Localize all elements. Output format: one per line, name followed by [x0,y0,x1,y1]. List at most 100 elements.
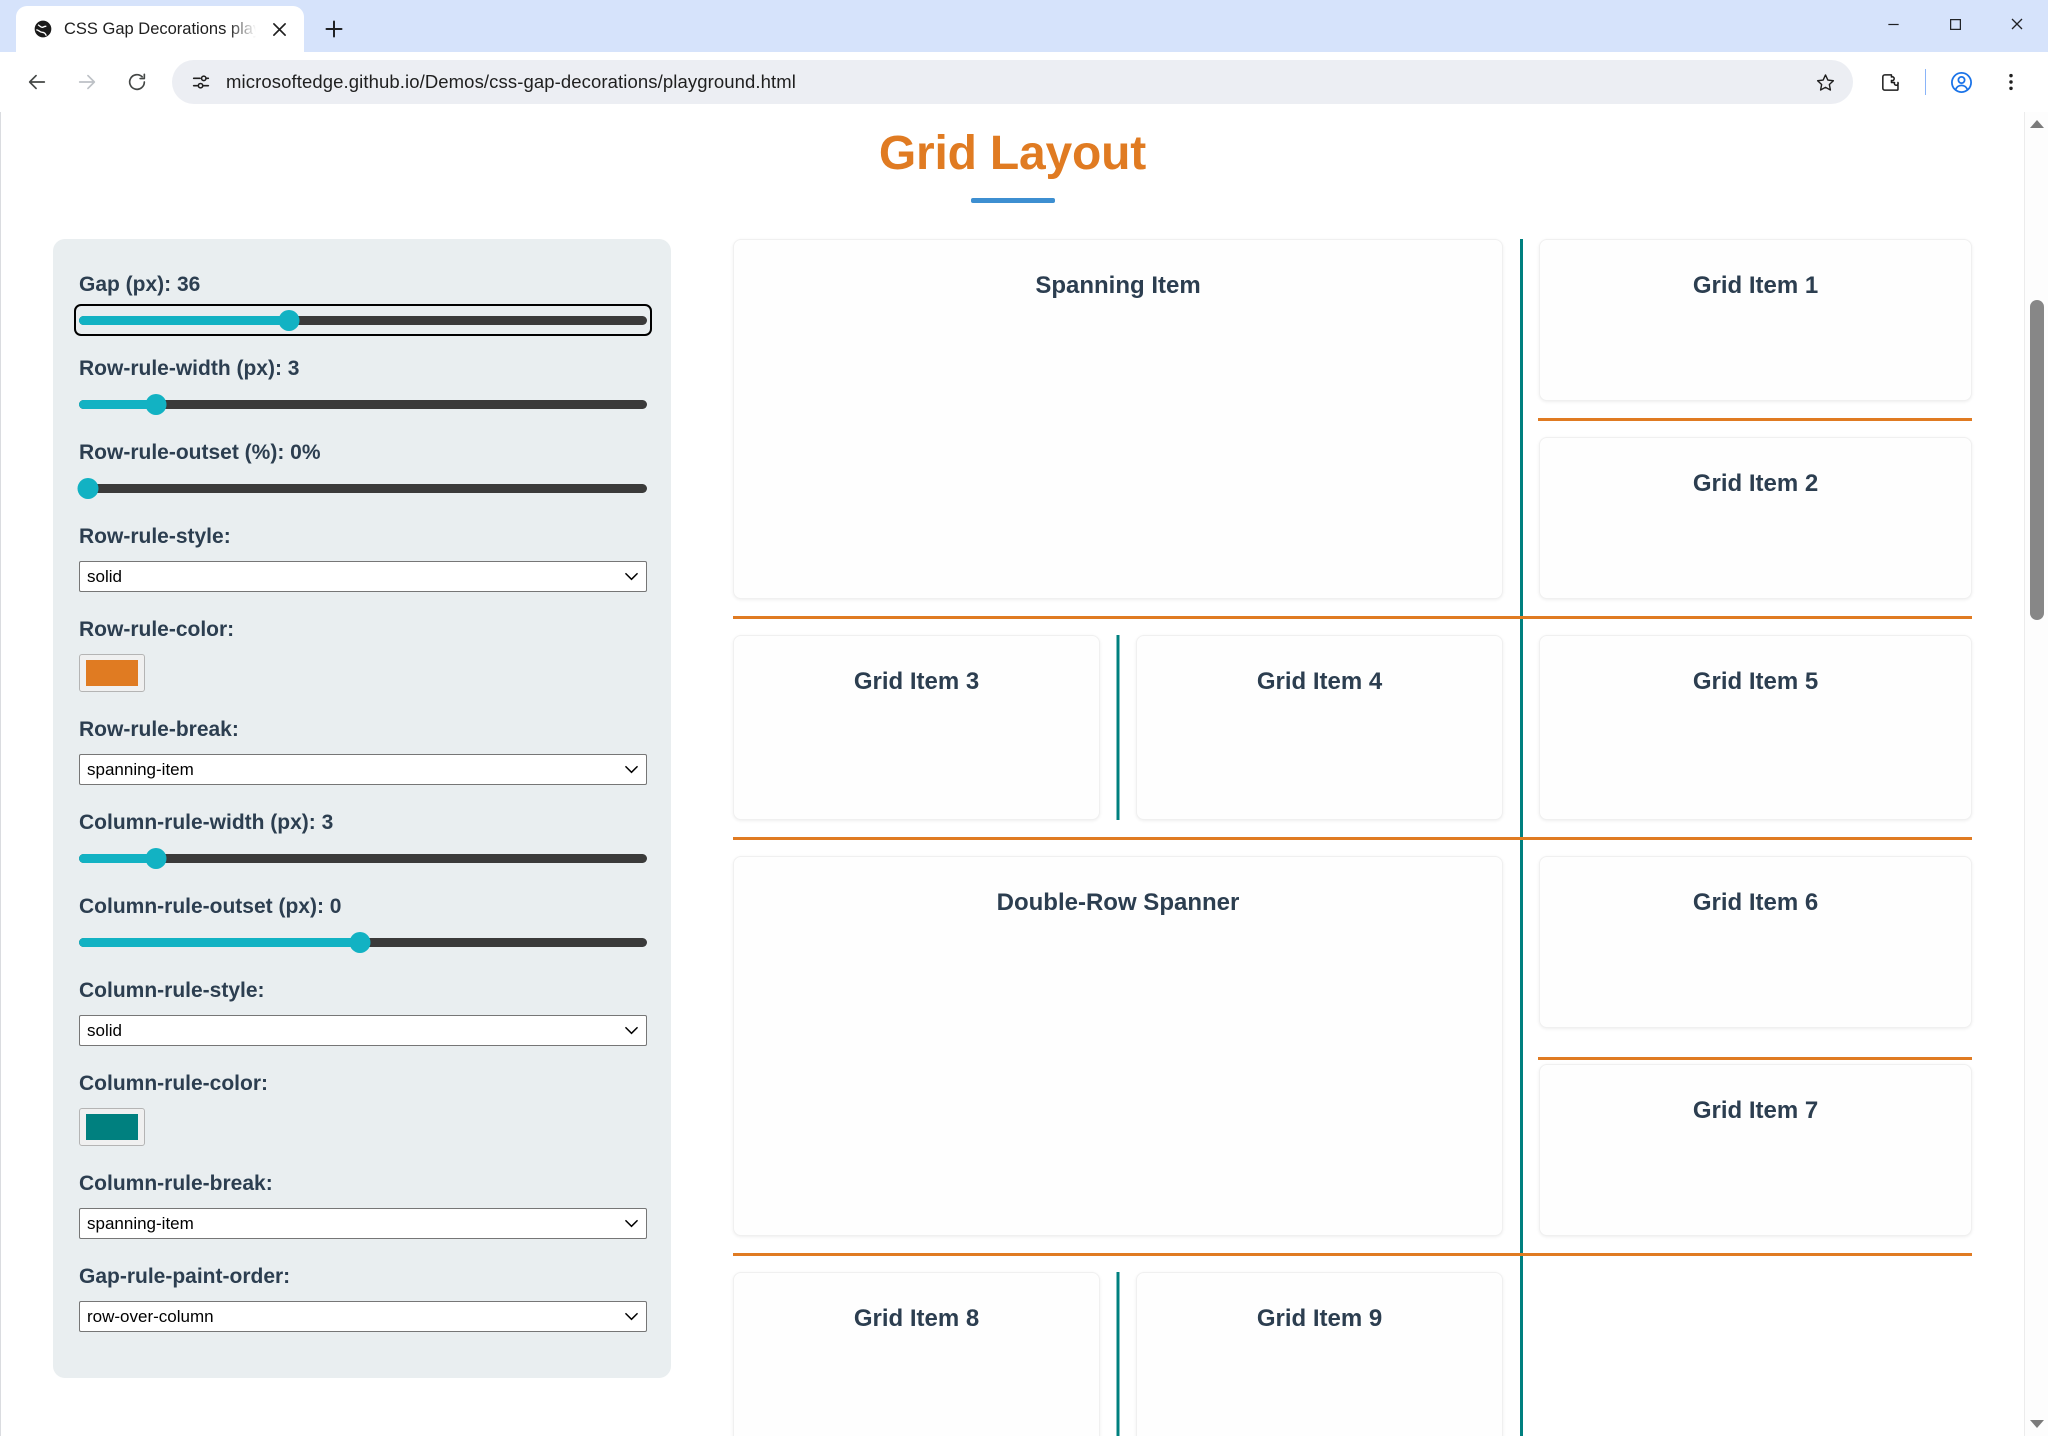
site-settings-icon[interactable] [188,69,214,95]
profile-icon[interactable] [1938,59,1984,105]
address-bar[interactable]: microsoftedge.github.io/Demos/css-gap-de… [172,60,1853,104]
minimize-button[interactable] [1862,0,1924,48]
row-rule-right-2 [1538,1056,1972,1060]
grid-item-9[interactable]: Grid Item 9 [1136,1272,1503,1436]
slider-track [79,853,647,863]
row-rule-2 [733,836,1972,840]
control-label-column-rule-width: Column-rule-width (px): 3 [79,811,334,834]
column-rule-break-select[interactable]: spanning-item [79,1208,647,1239]
double-row-spanner[interactable]: Double-Row Spanner [733,856,1503,1236]
row4-left-pair: Grid Item 8 Grid Item 9 [733,1272,1503,1436]
grid-item-5[interactable]: Grid Item 5 [1539,635,1972,820]
globe-icon [32,18,54,40]
slider-fill [79,937,358,947]
demo-grid: Spanning Item Grid Item 1 Grid Item 2 Gr… [733,239,1972,1436]
grid-item-3[interactable]: Grid Item 3 [733,635,1100,820]
control-label-row-rule-color: Row-rule-color: [79,618,235,641]
toolbar-divider [1925,69,1926,95]
control-column-rule-style: Column-rule-style: solid [79,979,647,1046]
slider-fill [79,399,153,409]
browser-tab[interactable]: CSS Gap Decorations playground [16,6,304,52]
close-icon[interactable] [266,16,292,42]
slider-track [79,399,647,409]
column-rule-row4 [1116,1272,1120,1436]
page-title: Grid Layout [878,127,1147,180]
right-column-rows-1-2: Grid Item 1 Grid Item 2 [1539,239,1972,599]
page-content: Grid Layout Gap (px): 36 [0,112,2024,1436]
slider-fill [79,853,153,863]
column-rule-row2 [1116,635,1120,820]
url-text: microsoftedge.github.io/Demos/css-gap-de… [226,71,797,92]
row-rule-right-1 [1538,417,1972,421]
control-gap-rule-paint-order: Gap-rule-paint-order: row-over-column [79,1265,647,1332]
scroll-up-icon[interactable] [2025,112,2048,136]
slider-thumb[interactable] [145,847,167,869]
row-rule-outset-slider[interactable] [77,477,647,499]
back-icon[interactable] [14,59,60,105]
window-controls [1862,0,2048,48]
slider-thumb[interactable] [278,309,300,331]
extensions-icon[interactable] [1867,59,1913,105]
control-row-rule-color: Row-rule-color: [79,618,643,692]
reload-icon[interactable] [114,59,160,105]
control-column-rule-break: Column-rule-break: spanning-item [79,1172,647,1239]
gap-rule-paint-order-select[interactable]: row-over-column [79,1301,647,1332]
control-row-rule-width: Row-rule-width (px): 3 [79,357,647,415]
vertical-scrollbar[interactable] [2024,112,2048,1436]
control-label-row-rule-break: Row-rule-break: [79,718,239,741]
control-label-gap: Gap (px): 36 [79,273,201,296]
control-column-rule-outset: Column-rule-outset (px): 0 [79,895,647,953]
control-label-row-rule-style: Row-rule-style: [79,525,231,548]
forward-icon[interactable] [64,59,110,105]
gap-slider[interactable] [74,304,652,336]
slider-thumb[interactable] [145,393,167,415]
control-row-rule-outset: Row-rule-outset (%): 0% [77,441,647,499]
column-rule-width-slider[interactable] [79,847,647,869]
row-rule-color-picker[interactable] [79,654,145,692]
tab-title: CSS Gap Decorations playground [64,19,256,38]
slider-track [79,483,647,493]
control-label-column-rule-outset: Column-rule-outset (px): 0 [79,895,342,918]
control-gap: Gap (px): 36 [74,273,652,336]
control-label-column-rule-break: Column-rule-break: [79,1172,273,1195]
spanning-item[interactable]: Spanning Item [733,239,1503,599]
row-rule-break-select[interactable]: spanning-item [79,754,647,785]
column-rule-color-picker[interactable] [79,1108,145,1146]
slider-thumb[interactable] [349,931,371,953]
control-column-rule-width: Column-rule-width (px): 3 [79,811,647,869]
slider-fill [79,315,290,325]
slider-thumb[interactable] [77,477,99,499]
grid-item-7[interactable]: Grid Item 7 [1539,1064,1972,1236]
browser-toolbar: microsoftedge.github.io/Demos/css-gap-de… [0,52,2048,112]
slider-track [79,315,647,325]
column-rule-style-select[interactable]: solid [79,1015,647,1046]
star-icon[interactable] [1805,62,1845,102]
title-underline [970,198,1055,203]
empty-cell [1539,1272,1972,1436]
grid-item-6[interactable]: Grid Item 6 [1539,856,1972,1028]
grid-item-1[interactable]: Grid Item 1 [1539,239,1972,401]
playground-layout: Gap (px): 36 Row-rule-width (px): 3 [53,239,1972,1436]
maximize-button[interactable] [1924,0,1986,48]
control-column-rule-color: Column-rule-color: [79,1072,643,1146]
row-rule-width-slider[interactable] [79,393,647,415]
row-rule-3 [733,1252,1972,1256]
column-rule-outset-slider[interactable] [79,931,647,953]
control-label-row-rule-outset: Row-rule-outset (%): 0% [79,441,321,464]
row-rule-style-select[interactable]: solid [79,561,647,592]
row2-left-pair: Grid Item 3 Grid Item 4 [733,635,1503,820]
row-rule-1 [733,615,1972,619]
more-icon[interactable] [1988,59,2034,105]
grid-item-2[interactable]: Grid Item 2 [1539,437,1972,599]
scroll-down-icon[interactable] [2025,1412,2048,1436]
grid-item-8[interactable]: Grid Item 8 [733,1272,1100,1436]
control-row-rule-style: Row-rule-style: solid [79,525,647,592]
tab-strip: CSS Gap Decorations playground [0,0,2048,52]
controls-panel: Gap (px): 36 Row-rule-width (px): 3 [53,239,671,1378]
close-window-button[interactable] [1986,0,2048,48]
scrollbar-thumb[interactable] [2030,300,2044,620]
grid-item-4[interactable]: Grid Item 4 [1136,635,1503,820]
new-tab-button[interactable] [314,9,354,49]
grid-demo: Spanning Item Grid Item 1 Grid Item 2 Gr… [733,239,1972,1436]
